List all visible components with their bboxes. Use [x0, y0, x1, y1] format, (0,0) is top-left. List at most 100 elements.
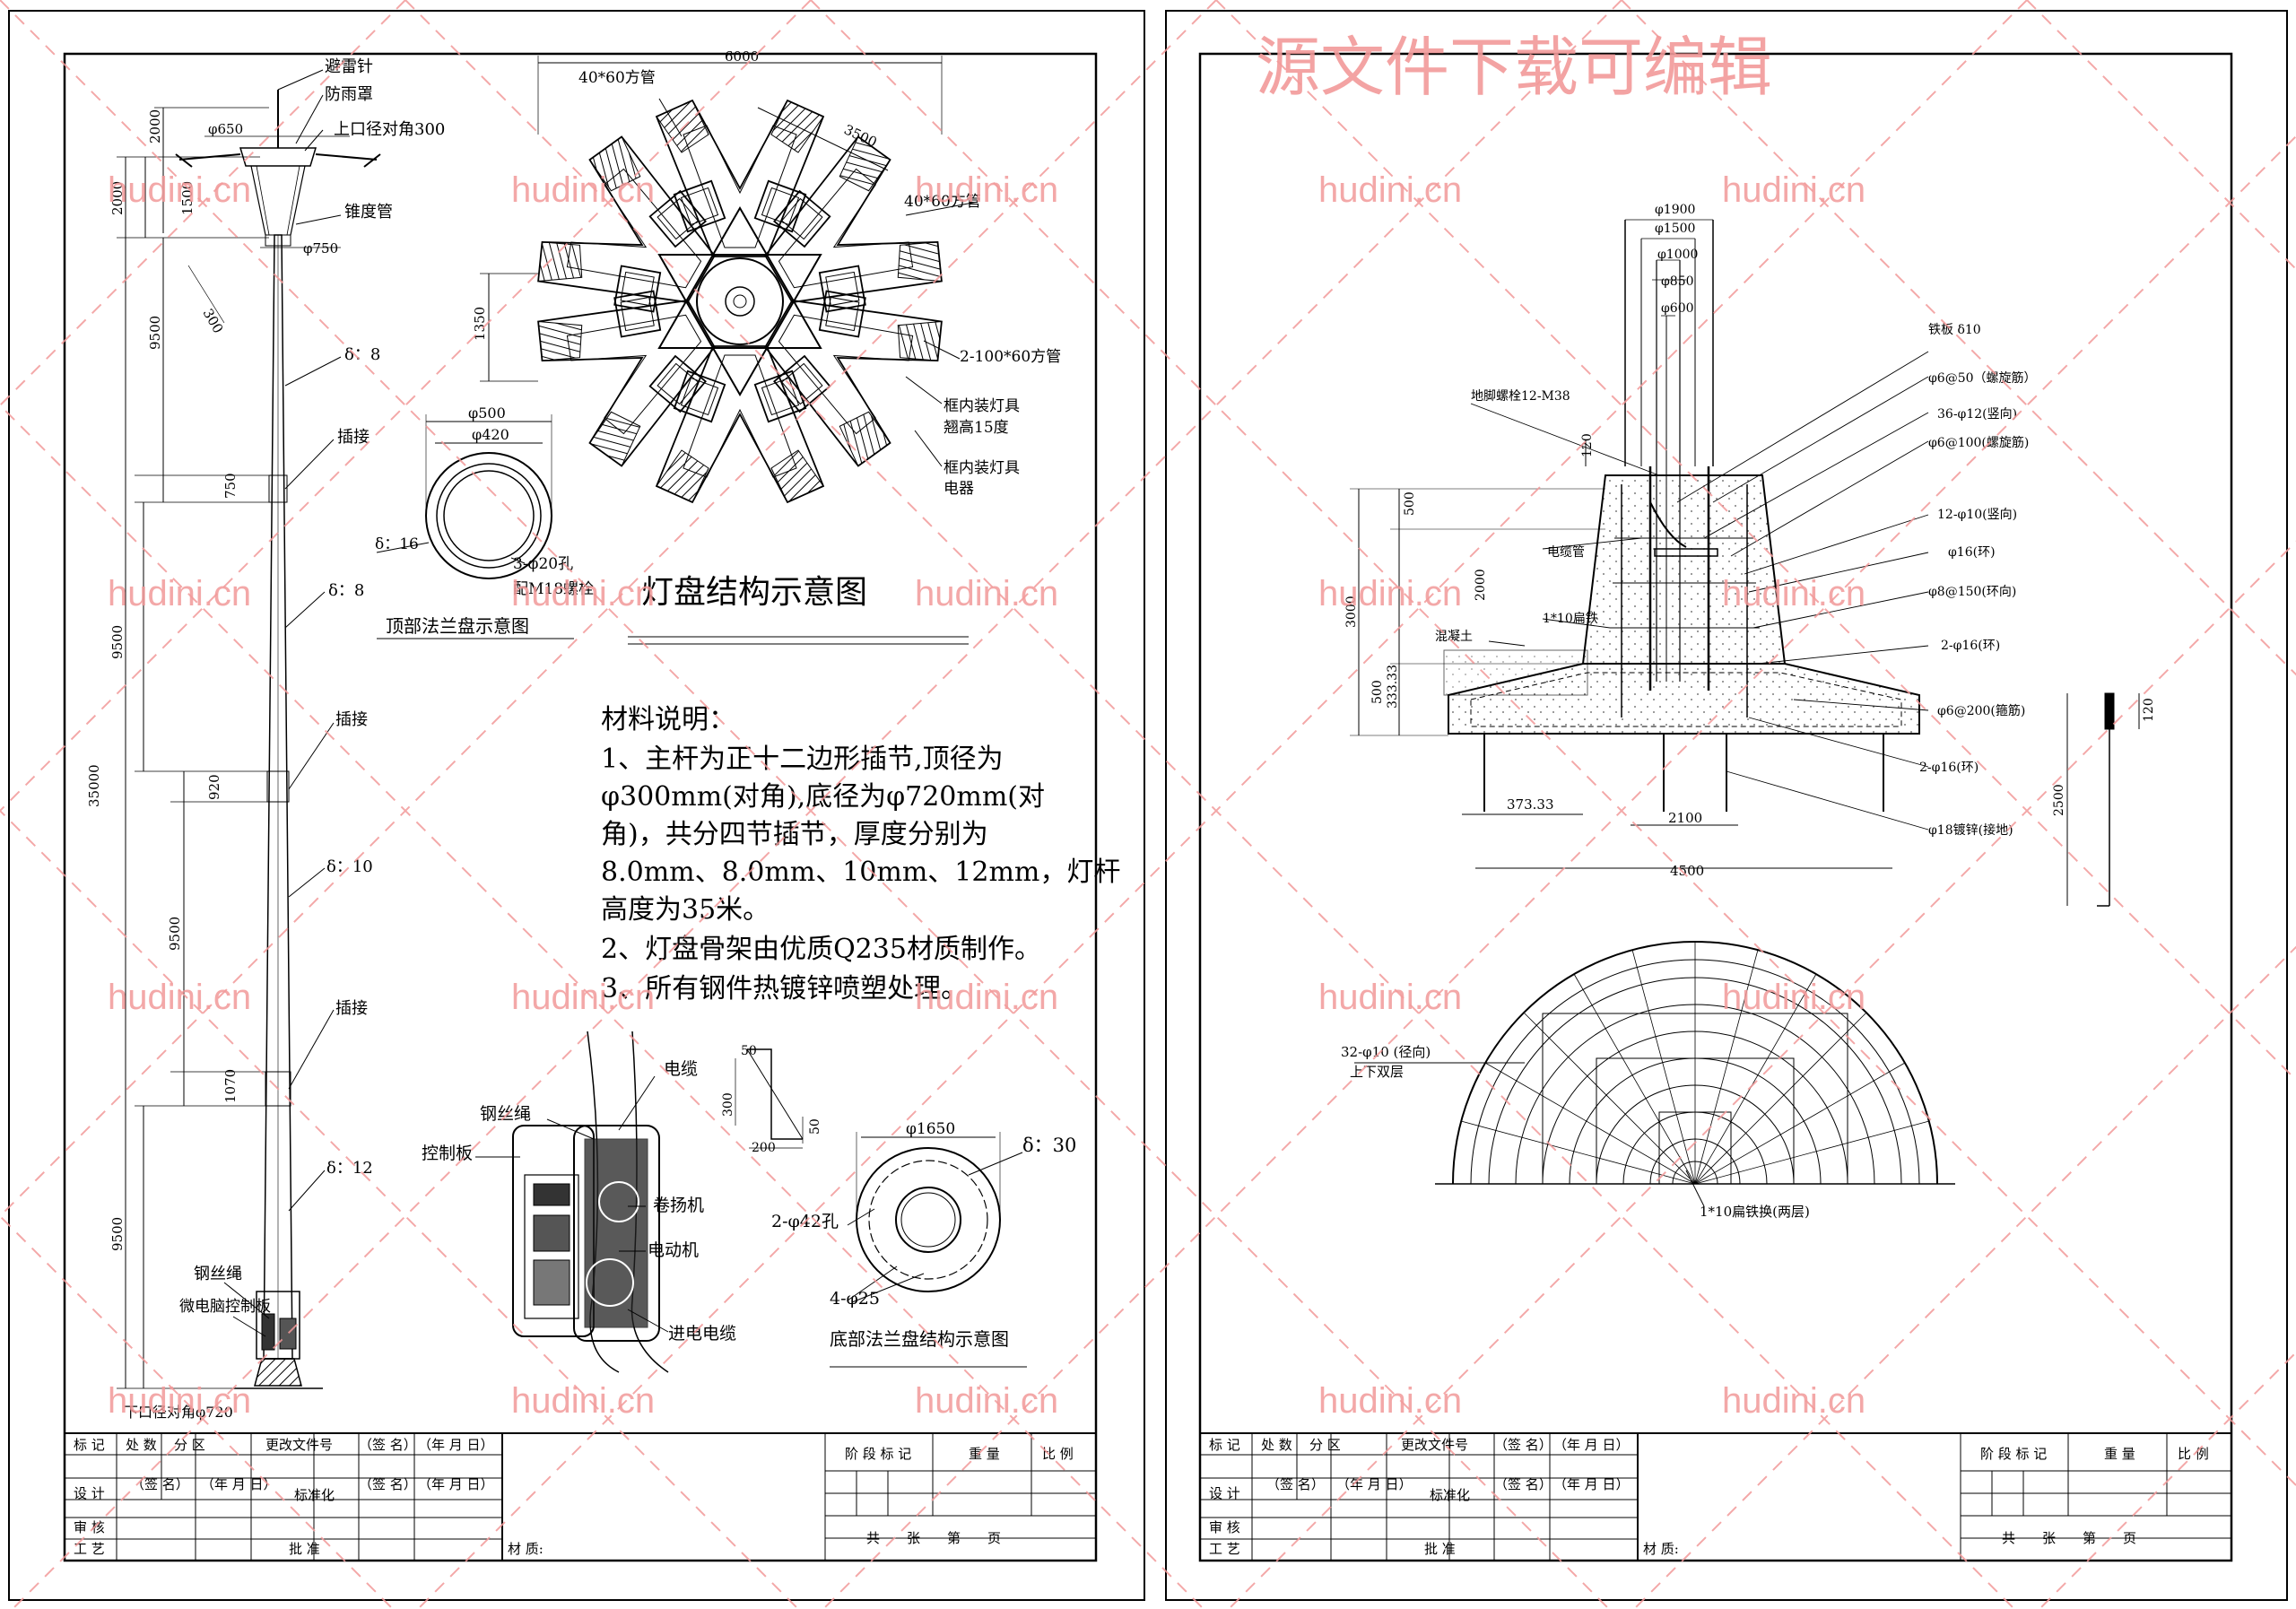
bottom-flange-drawing	[830, 1132, 1027, 1368]
top-flange-phi420: φ420	[472, 426, 509, 443]
top-flange-title: 顶部法兰盘示意图	[386, 615, 529, 637]
material-line-7: 3、所有钢件热镀锌喷塑处理。	[601, 973, 968, 1005]
watermark-line	[1632, 945, 2296, 1609]
tbr-standard: 标准化	[1430, 1487, 1470, 1503]
fd-d3000: 3000	[1344, 596, 1359, 628]
watermark-site-text: hudini.cn	[108, 574, 251, 613]
bottom-flange-phi1650: φ1650	[906, 1120, 955, 1138]
label-rain-cover: 防雨罩	[325, 85, 373, 104]
fd-plate: 铁板 δ10	[1928, 323, 1981, 337]
fd-phi1500: φ1500	[1655, 222, 1695, 236]
watermark-text-layer: hudini.cn hudini.cn hudini.cn hudini.cn hudi…	[108, 170, 1866, 1421]
material-line-6: 2、灯盘骨架由优质Q235材质制作。	[601, 934, 1041, 965]
dim-2000-top: 2000	[147, 109, 163, 144]
material-line-4: 8.0mm、8.0mm、10mm、12mm，灯杆	[601, 857, 1120, 888]
dim-35000: 35000	[86, 764, 102, 807]
bottom-flange-text-group: φ1650 δ：30 2-φ42孔 4-φ25 底部法兰盘结构示意图	[771, 1120, 1076, 1350]
title-block-right	[1199, 1432, 2232, 1561]
watermark-line	[404, 0, 2016, 1609]
tbl-standard: 标准化	[294, 1487, 335, 1503]
tbr-design: 设 计	[1209, 1485, 1240, 1501]
fd-phi850: φ850	[1661, 274, 1694, 289]
winch-d200: 200	[752, 1141, 776, 1155]
foundation-section	[1350, 219, 2140, 907]
fd-phi1900: φ1900	[1655, 203, 1695, 217]
lamp-disk-text-group: 灯盘结构示意图 6000 3500 1350 40*60方管 40*60方管 2…	[472, 48, 1061, 611]
watermark-line	[1621, 0, 2296, 676]
label-insert2: 插接	[335, 710, 368, 729]
lamp-frame1: 框内装灯具	[944, 397, 1020, 415]
fd-concrete: 混凝土	[1435, 630, 1473, 644]
lamp-frame1b: 翘高15度	[944, 419, 1009, 437]
tbl-weight: 重 量	[969, 1446, 1000, 1462]
winch-text-group: 电缆 钢丝绳 控制板 卷扬机 电动机 进电电缆 50 300 200 50	[422, 1044, 822, 1344]
winch-steel-rope: 钢丝绳	[480, 1104, 531, 1124]
fd-ring2b: 2-φ16(环)	[1919, 761, 1979, 775]
winch-d50: 50	[741, 1044, 757, 1058]
tbl-process: 工 艺	[74, 1541, 105, 1557]
fd-spiral100: φ6@100(螺旋筋)	[1928, 435, 2029, 450]
fd-ring2: 2-φ16(环)	[1941, 639, 2000, 653]
lamp-tube-top: 40*60方管	[578, 69, 656, 87]
dim-phi750: φ750	[303, 240, 338, 257]
material-line-3: 角)，共分四节插节，厚度分别为	[601, 819, 988, 850]
lamp-tube-right: 40*60方管	[904, 193, 981, 211]
material-heading: 材料说明：	[601, 704, 735, 735]
tbl-date3: （年 月 日）	[418, 1476, 494, 1492]
dim-750: 750	[222, 473, 239, 499]
bottom-flange-delta: δ：30	[1022, 1135, 1076, 1156]
label-d2: δ：8	[328, 581, 364, 600]
tbr-stage: 阶 段 标 记	[1980, 1446, 2047, 1462]
tbl-review: 审 核	[74, 1519, 105, 1535]
watermark-site-text: hudini.cn	[915, 574, 1058, 613]
bottom-flange-title: 底部法兰盘结构示意图	[830, 1328, 1009, 1350]
watermark-site-text: hudini.cn	[108, 1381, 251, 1421]
label-micro-ctrl: 微电脑控制板	[179, 1298, 271, 1316]
watermark-site-text: hudini.cn	[511, 574, 655, 613]
watermark-site-text: hudini.cn	[915, 978, 1058, 1017]
bottom-flange-phi25: 4-φ25	[830, 1289, 880, 1309]
top-flange-delta: δ：16	[375, 535, 419, 553]
label-lightning-rod: 避雷针	[325, 57, 373, 76]
tbl-date: （年 月 日）	[418, 1437, 494, 1453]
watermark-line	[0, 0, 812, 813]
fd-spiral: φ6@50（螺旋筋）	[1928, 370, 2037, 386]
watermark-site-text: hudini.cn	[511, 170, 655, 210]
lamp-arm	[655, 99, 825, 257]
fd-d500b: 500	[1370, 680, 1385, 704]
label-d3: δ：10	[326, 857, 373, 876]
watermark-site-text: hudini.cn	[1318, 978, 1462, 1017]
watermark-line	[1215, 0, 2296, 1082]
watermark-site-text: hudini.cn	[1318, 170, 1462, 210]
tbl-zone: 分 区	[174, 1437, 205, 1453]
winch-incoming: 进电电缆	[668, 1324, 736, 1344]
tbl-approve: 批 准	[289, 1541, 320, 1557]
fd-side2500: 2500	[2052, 784, 2066, 816]
tbl-sign2: （签 名）	[131, 1476, 189, 1492]
watermark-site-text: hudini.cn	[1722, 170, 1866, 210]
watermark-line	[810, 0, 2296, 1487]
tbr-date3: （年 月 日）	[1553, 1476, 1630, 1492]
tbl-stage: 阶 段 标 记	[845, 1446, 911, 1462]
winch-d50b: 50	[808, 1118, 822, 1135]
tbl-sign: （签 名）	[359, 1437, 417, 1453]
watermark-line	[2038, 1351, 2296, 1609]
watermark-site-text: hudini.cn	[108, 978, 251, 1017]
fd-lateral: φ6@200(箍筋)	[1937, 703, 2025, 718]
watermark-line	[0, 1214, 395, 1609]
top-flange-phi500: φ500	[468, 404, 506, 422]
tbr-scale: 比 例	[2178, 1446, 2209, 1462]
top-flange-holes: 3-φ20孔	[513, 555, 573, 573]
dim-300-rot: 300	[200, 306, 227, 336]
tbl-material: 材 质:	[508, 1541, 544, 1557]
label-wire-rope: 钢丝绳	[194, 1265, 242, 1283]
rp-layers: 上下双层	[1350, 1064, 1404, 1080]
tbl-design: 设 计	[74, 1485, 105, 1501]
fd-d500: 500	[1403, 491, 1417, 516]
tbl-count: 处 数	[126, 1437, 157, 1453]
lamp-disk-drawing	[480, 56, 978, 645]
pole-dim-text-group: 2000 2000 1500 9500 750 9500 920 35000 9…	[86, 109, 338, 1251]
tbr-zone: 分 区	[1309, 1437, 1341, 1453]
